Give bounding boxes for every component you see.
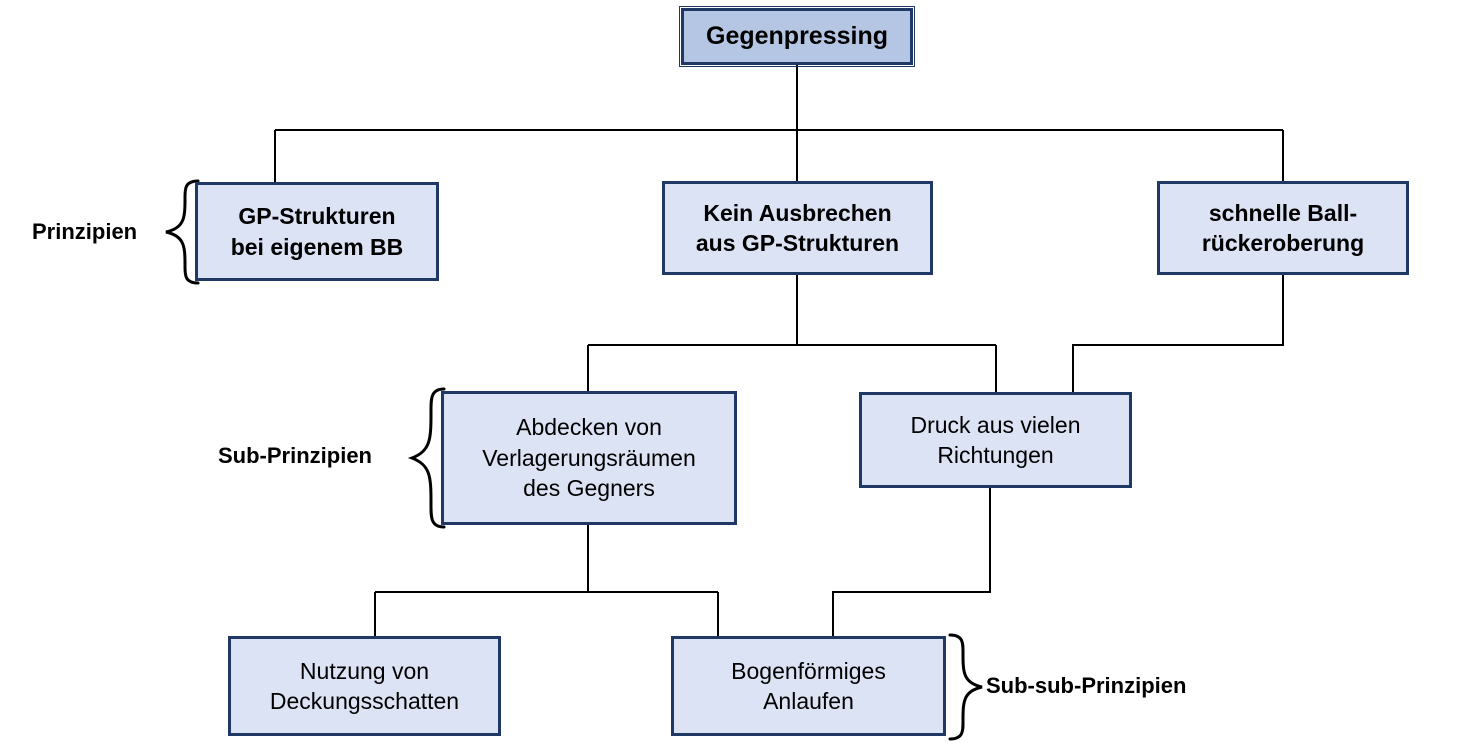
node-gp-strukturen-bb[interactable]: GP-Strukturen bei eigenem BB [195, 182, 439, 281]
edge-druck-to-bogenfoermiges [831, 488, 992, 636]
node-gegenpressing[interactable]: Gegenpressing [679, 6, 915, 67]
edge-root-bus [275, 65, 1283, 132]
edge-abdecken-bus [375, 525, 718, 594]
node-label: schnelle Ball- rückeroberung [1201, 199, 1365, 256]
edge-kein-ausbrechen-bus [588, 275, 996, 347]
node-label: Nutzung von Deckungsschatten [269, 657, 460, 714]
label-prinzipien: Prinzipien [32, 219, 138, 244]
node-label: GP-Strukturen bei eigenem BB [230, 203, 404, 260]
node-nutzung-deckungsschatten[interactable]: Nutzung von Deckungsschatten [228, 636, 501, 736]
label-sub-prinzipien: Sub-Prinzipien [218, 443, 372, 468]
node-label: Druck aus vielen Richtungen [910, 411, 1081, 468]
node-label: Kein Ausbrechen aus GP-Strukturen [695, 199, 900, 256]
node-bogenfoermiges-anlaufen[interactable]: Bogenförmiges Anlaufen [671, 636, 946, 736]
node-druck-aus-vielen-richtungen[interactable]: Druck aus vielen Richtungen [859, 392, 1132, 488]
node-schnelle-ballrueckeroberung[interactable]: schnelle Ball- rückeroberung [1157, 181, 1409, 275]
node-label: Bogenförmiges Anlaufen [731, 657, 886, 714]
node-label: Gegenpressing [706, 22, 888, 50]
node-kein-ausbrechen[interactable]: Kein Ausbrechen aus GP-Strukturen [662, 181, 933, 275]
label-sub-sub-prinzipien: Sub-sub-Prinzipien [986, 673, 1187, 698]
node-label: Abdecken von Verlagerungsräumen des Gegn… [482, 414, 696, 502]
node-abdecken-verlagerungsraeume[interactable]: Abdecken von Verlagerungsräumen des Gegn… [441, 391, 737, 525]
edge-schnelle-ball-to-druck [1071, 275, 1285, 392]
